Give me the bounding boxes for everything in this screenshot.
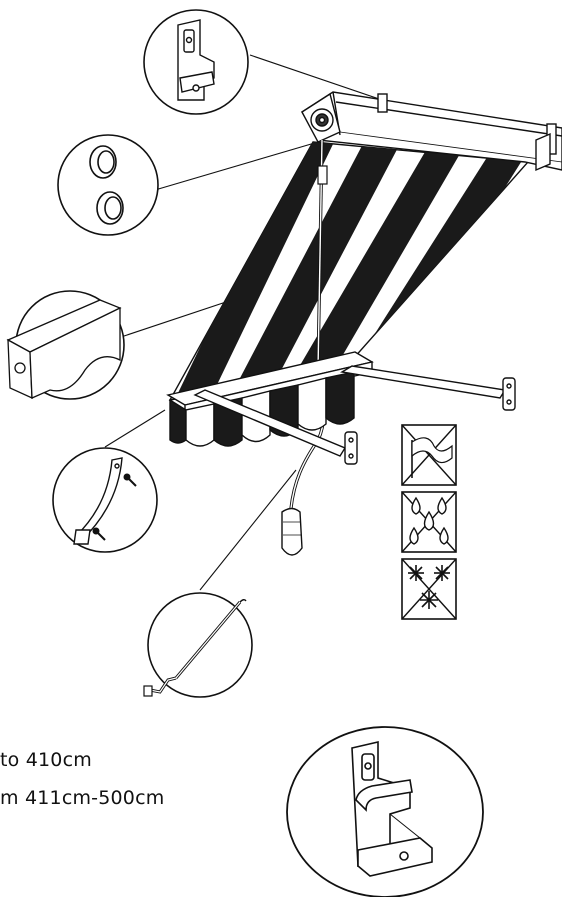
callout-wall-bracket-top — [143, 9, 249, 115]
warning-icons — [401, 424, 457, 620]
side-arms — [193, 365, 516, 465]
callout-bracket-screws — [52, 447, 158, 553]
caption-length-up-to-410: to 410cm — [0, 749, 92, 771]
headbox — [301, 91, 562, 172]
caption-length-411-500: m 411cm-500cm — [0, 787, 165, 809]
no-wind-icon — [401, 424, 457, 486]
callout-end-caps — [57, 134, 159, 236]
leader-lines — [104, 54, 383, 591]
callout-cassette-end — [6, 290, 125, 400]
large-wall-bracket-detail — [286, 726, 484, 897]
no-rain-icon — [401, 491, 457, 553]
no-snow-icon — [401, 558, 457, 620]
callout-crank-handle — [143, 592, 253, 698]
